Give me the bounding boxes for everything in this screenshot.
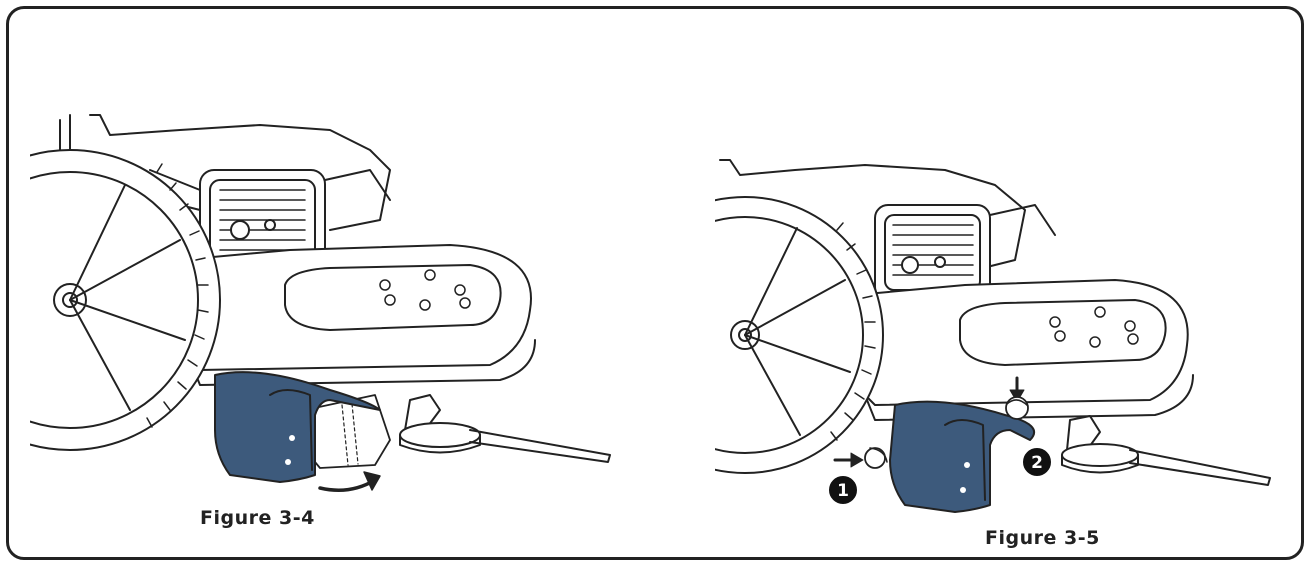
push-arrow-icon: [833, 452, 864, 468]
step-marker-2: 2: [1023, 448, 1051, 476]
figure-3-5-illustration: 1 2: [715, 150, 1285, 520]
press-arrow-icon: [1009, 376, 1025, 403]
step-marker-2-label: 2: [1031, 453, 1043, 473]
figure-3-4-illustration: [30, 110, 630, 500]
step-marker-1-label: 1: [837, 481, 849, 501]
step-marker-1: 1: [829, 476, 857, 504]
figure-3-5-caption: Figure 3-5: [985, 527, 1100, 549]
curved-arrow-icon: [318, 471, 381, 492]
figure-3-4-caption: Figure 3-4: [200, 507, 315, 529]
